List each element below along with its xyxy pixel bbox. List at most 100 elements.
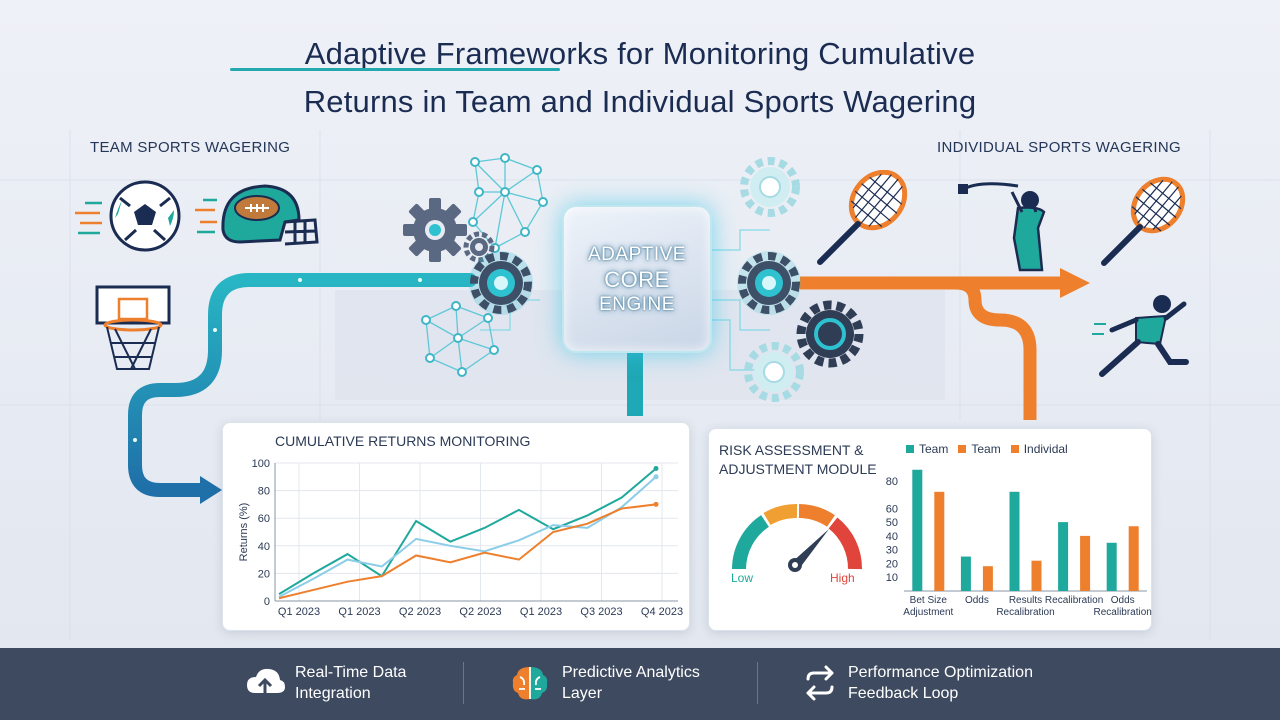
gauge-low-label: Low [731,571,754,585]
footer-item2-line2: Layer [562,685,603,702]
tennis-racket-icon-2 [1101,176,1186,266]
adaptive-core-engine: ADAPTIVE CORE ENGINE [562,205,712,353]
bar-1-1 [982,566,993,591]
x-tick-label: Q1 2023 [520,606,562,618]
dark-gear-icon [796,300,864,368]
x-tick-label: Q1 2023 [278,606,320,618]
bar-category-label: Recalibration [1045,595,1103,606]
x-tick-label: Q2 2023 [399,606,441,618]
basketball-hoop-icon [95,285,171,370]
x-tick-label: Q1 2023 [338,606,380,618]
runner-icon [1092,295,1189,377]
bar-3-0 [1058,522,1069,591]
title-line-2: Returns in Team and Individual Sports Wa… [303,84,977,119]
gear-icon-small [463,231,495,263]
glowing-gear-icon-2 [737,251,801,315]
bar-y-tick-label: 80 [886,476,898,488]
gear-icon [403,198,467,262]
gear-icon-faded-2 [744,342,804,402]
footer-item-predictive-analytics: Predictive Analytics Layer [510,662,700,704]
x-tick-label: Q3 2023 [580,606,622,618]
footer-item3-line2: Feedback Loop [848,685,959,702]
y-tick-label: 40 [258,541,270,553]
engine-line-1: ADAPTIVE [588,243,686,265]
engine-line-2: CORE [604,266,670,292]
bar-2-1 [1031,560,1042,591]
bar-y-tick-label: 50 [886,517,898,529]
bar-0-1 [934,491,945,591]
cumulative-returns-title: CUMULATIVE RETURNS MONITORING [275,433,531,449]
bar-y-tick-label: 20 [886,558,898,570]
legend-label-team-2: Team [971,442,1001,456]
refresh-arrows-icon [806,665,834,701]
footer-item2-line1: Predictive Analytics [562,664,700,681]
footer-item1-line2: Integration [295,685,371,702]
bar-category-label: Odds [1111,595,1135,606]
title-underline [230,68,560,71]
x-tick-label: Q4 2023 [641,606,683,618]
engine-line-3: ENGINE [599,293,675,315]
series-end-point-2 [653,501,659,507]
bar-y-tick-label: 40 [886,531,898,543]
legend-item-individual: Individal [1010,442,1068,456]
legend-swatch-orange [958,445,967,453]
bar-category-label: Recalibration [996,607,1054,618]
footer-item-realtime-data: Real-Time Data Integration [245,662,406,704]
legend-item-team: Team [906,442,948,456]
page-title: Adaptive Frameworks for Monitoring Cumul… [0,30,1280,126]
bar-y-tick-label: 60 [886,503,898,515]
soccer-ball-icon [75,180,181,252]
bar-3-1 [1080,535,1091,591]
bar-category-label: Odds [965,595,989,606]
footer-bar: Real-Time Data Integration Predictive An… [0,648,1280,720]
bar-1-0 [960,556,971,591]
y-tick-label: 100 [252,458,270,470]
neural-network-icon [468,153,548,253]
legend-swatch-orange-2 [1010,445,1019,453]
legend-item-team-2: Team [958,442,1001,456]
risk-assessment-panel: RISK ASSESSMENT & ADJUSTMENT MODULE Team… [708,428,1152,631]
golfer-icon [958,182,1046,272]
team-sports-label: TEAM SPORTS WAGERING [90,139,291,156]
title-line-1: Adaptive Frameworks for Monitoring Cumul… [304,36,976,71]
footer-item1-line1: Real-Time Data [295,664,407,681]
bar-4-1 [1128,526,1139,591]
legend-swatch-teal [906,445,914,453]
risk-assessment-title-text: RISK ASSESSMENT & ADJUSTMENT MODULE [719,442,877,477]
series-end-point-0 [653,466,659,472]
x-tick-label: Q2 2023 [459,606,501,618]
tennis-racket-icon [817,170,908,265]
bar-chart-legend: Team Team Individal [906,442,1068,456]
footer-divider-1 [463,662,464,704]
y-axis-label: Returns (%) [238,503,250,562]
bar-2-0 [1009,491,1020,591]
series-line-2 [278,503,657,600]
series-line-1 [278,476,657,598]
bar-category-label: Results [1009,595,1042,606]
gear-icon-faded [740,157,800,217]
brain-icon [512,667,548,700]
legend-label-team: Team [919,442,949,456]
y-tick-label: 0 [264,596,270,608]
series-end-point-1 [653,474,659,480]
bar-0-0 [912,469,923,591]
y-tick-label: 20 [258,568,270,580]
legend-label-individual: Individal [1023,442,1068,456]
series-line-0 [278,467,657,595]
footer-divider-2 [757,662,758,704]
footer-item3-line1: Performance Optimization [848,664,1033,681]
bar-category-label: Adjustment [903,607,953,618]
football-helmet-icon [195,184,319,246]
y-tick-label: 80 [258,486,270,498]
risk-assessment-title: RISK ASSESSMENT & ADJUSTMENT MODULE [719,441,889,479]
neural-network-icon-2 [421,301,499,377]
bar-y-tick-label: 30 [886,545,898,557]
gauge-high-label: High [830,571,855,585]
cloud-upload-icon [247,668,285,695]
bar-category-label: Recalibration [1094,607,1152,618]
footer-item-performance-optimization: Performance Optimization Feedback Loop [802,662,1033,704]
glowing-gear-icon [469,251,533,315]
